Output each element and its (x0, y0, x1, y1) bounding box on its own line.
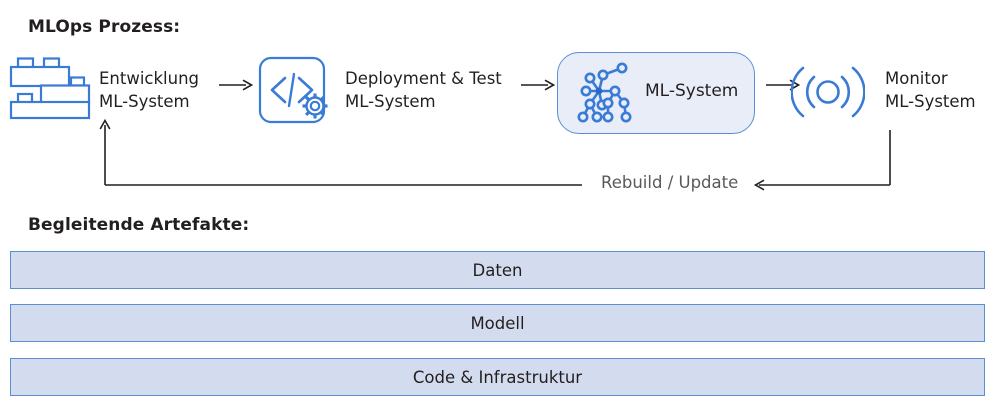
arrow-right-2 (521, 78, 556, 92)
arrow-right-1 (219, 78, 254, 92)
step-label-monitor-line1: Monitor (885, 69, 948, 88)
step-label-ml-system: ML-System (645, 81, 739, 101)
step-label-deployment-test: Deployment & Test ML-System (345, 67, 502, 113)
artifact-bar-code-infrastruktur-label: Code & Infrastruktur (412, 367, 583, 387)
artifact-bar-daten: Daten (10, 251, 985, 289)
artifact-bar-code-infrastruktur: Code & Infrastruktur (10, 358, 985, 396)
step-label-entwicklung: Entwicklung ML-System (99, 67, 199, 113)
step-label-deployment-line1: Deployment & Test (345, 69, 502, 88)
page-title-begleitende-artefakte: Begleitende Artefakte: (28, 215, 250, 235)
step-label-monitor: Monitor ML-System (885, 67, 976, 113)
artifact-bar-modell-label: Modell (470, 313, 525, 333)
artifact-bar-modell: Modell (10, 304, 985, 342)
feedback-loop-label: Rebuild / Update (601, 173, 739, 192)
page-title-mlops-prozess: MLOps Prozess: (28, 17, 181, 37)
signal-broadcast-icon (790, 62, 866, 122)
step-label-monitor-line2: ML-System (885, 92, 976, 111)
artifact-bar-daten-label: Daten (472, 260, 523, 280)
step-label-entwicklung-line2: ML-System (99, 92, 190, 111)
code-gear-icon (258, 56, 340, 132)
network-graph-icon (572, 60, 638, 126)
feedback-loop-arrow (95, 118, 901, 198)
step-label-deployment-line2: ML-System (345, 92, 436, 111)
lego-bricks-icon (8, 56, 92, 120)
step-label-entwicklung-line1: Entwicklung (99, 69, 200, 88)
